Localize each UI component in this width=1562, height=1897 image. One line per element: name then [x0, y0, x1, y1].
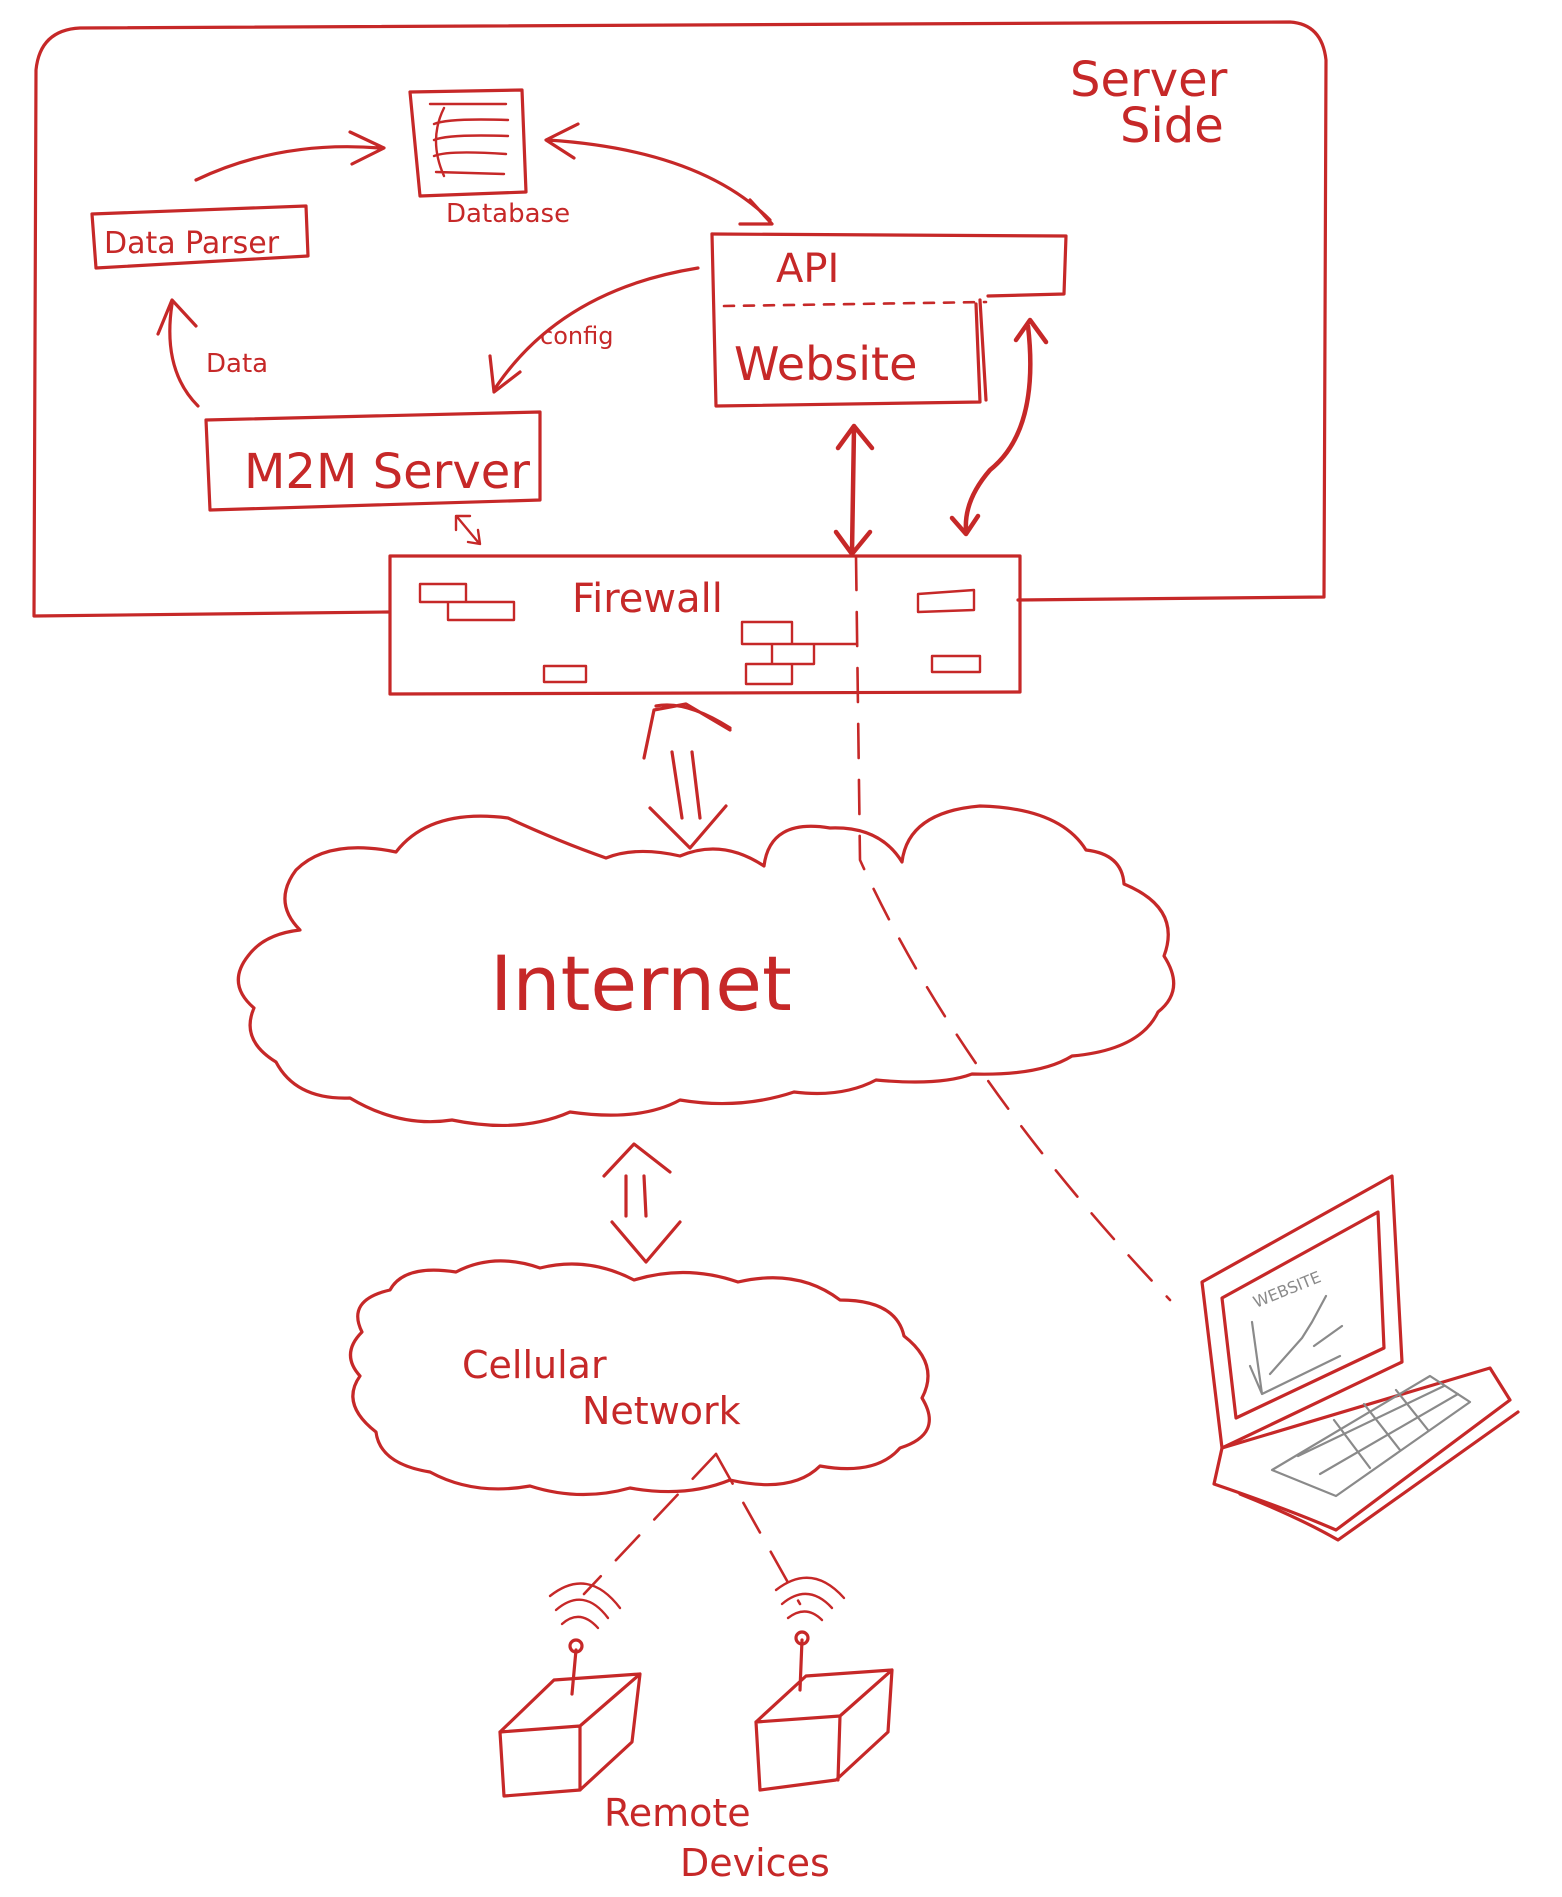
website-box: [710, 232, 988, 408]
arrow-website-to-firewall: [833, 423, 875, 557]
website-label: Website: [734, 337, 917, 391]
cellular-network-label: Cellular: [462, 1343, 607, 1387]
dashed-link-to-device-2: [714, 1452, 802, 1606]
data-parser-box: [90, 204, 310, 270]
remote-device-icon: [498, 1582, 642, 1798]
firewall-icon: [388, 554, 1022, 696]
laptop-icon: WEBSITE: [1200, 1174, 1520, 1542]
database-label: Database: [446, 199, 570, 229]
arrow-m2m-to-firewall: [454, 514, 482, 546]
m2m-server-box: [204, 410, 542, 512]
arrow-firewall-to-internet: [642, 702, 732, 850]
dashed-link-to-laptop: [854, 554, 1172, 1302]
arrow-internet-to-cellular: [602, 1142, 682, 1264]
internet-label: Internet: [490, 939, 792, 1028]
laptop-screen-label: WEBSITE: [1250, 1267, 1323, 1311]
arrow-parser-to-database: [194, 130, 386, 182]
server-side-label: Server: [1070, 52, 1228, 108]
internet-cloud: [236, 804, 1176, 1128]
remote-devices-label: Devices: [680, 1841, 830, 1885]
data-arrow: [156, 298, 200, 408]
server-side-label: Side: [1120, 98, 1224, 154]
arrow-database-to-api: [544, 122, 774, 226]
data-parser-label: Data Parser: [104, 226, 280, 261]
firewall-label: Firewall: [572, 576, 723, 622]
m2m-server-label: M2M Server: [244, 444, 530, 500]
cellular-network-label: Network: [582, 1389, 741, 1433]
data-label: Data: [206, 349, 268, 379]
server-side-boundary: [32, 20, 1328, 618]
api-label: API: [776, 246, 839, 292]
api-website-divider: [722, 300, 988, 308]
dashed-link-to-device-1: [582, 1452, 718, 1596]
cellular-network-cloud: [348, 1259, 931, 1497]
remote-device-icon: [754, 1576, 894, 1792]
config-arrow: [488, 266, 700, 394]
config-label: config: [540, 322, 613, 350]
remote-devices-label: Remote: [604, 1791, 751, 1835]
database-icon: [408, 88, 528, 198]
arrow-api-to-firewall: [949, 317, 1049, 537]
api-box: [710, 232, 1068, 298]
